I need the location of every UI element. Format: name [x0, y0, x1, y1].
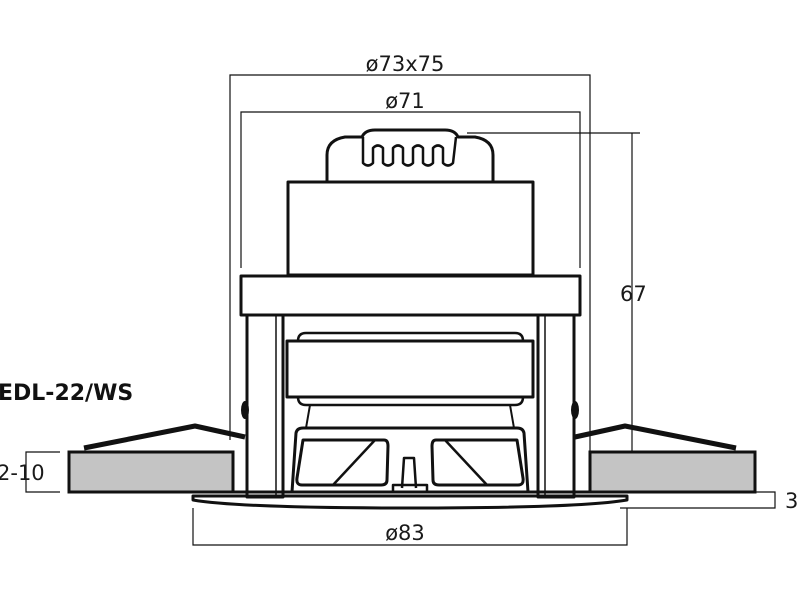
label-inner-diameter: ø71	[385, 89, 425, 113]
label-bezel-diameter: ø83	[385, 521, 425, 545]
bezel	[191, 494, 629, 510]
model-name: EDL-22/WS	[0, 381, 133, 406]
ceiling-panels	[67, 450, 757, 494]
ceiling-panel-right	[588, 450, 757, 494]
basket-window-right	[430, 438, 525, 487]
spring-pivot-right	[571, 401, 579, 419]
terminal-cap	[325, 128, 495, 182]
ceiling-panel-left	[67, 450, 235, 494]
dim-line-bezel-diameter	[192, 508, 628, 546]
terminal-contacts	[361, 136, 458, 167]
magnet	[285, 339, 535, 399]
label-height: 67	[620, 282, 647, 306]
label-outer-diameter: ø73x75	[366, 52, 445, 76]
dim-line-outer-diameter	[229, 74, 591, 470]
dim-line-inner-diameter	[240, 111, 581, 268]
center-pin	[400, 456, 418, 489]
spring-pivot-left	[241, 401, 249, 419]
label-ceiling-thickness: 2-10	[0, 461, 45, 485]
dim-line-bezel-depth	[620, 491, 776, 509]
mounting-plate	[239, 274, 582, 317]
basket-window-left	[295, 438, 390, 487]
magnet-top	[296, 331, 525, 342]
dim-line-ceiling-thickness	[25, 451, 60, 493]
spring-clip-left	[83, 423, 246, 451]
post-right	[536, 313, 576, 499]
label-bezel-depth: 3	[785, 489, 798, 513]
transformer-box	[286, 180, 535, 277]
post-left	[245, 313, 285, 499]
speaker-body	[83, 128, 737, 510]
basket	[290, 426, 530, 493]
spring-clip-right	[574, 423, 737, 451]
